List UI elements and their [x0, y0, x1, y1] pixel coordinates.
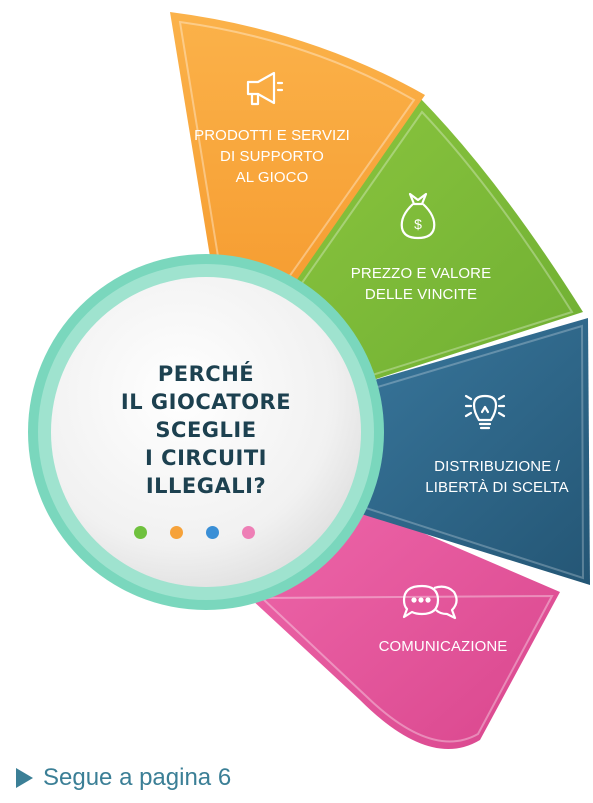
continue-text: Segue a pagina 6: [43, 764, 232, 791]
label-distribuzione: DISTRIBUZIONE / LIBERTÀ DI SCELTA: [425, 458, 569, 496]
money-bag-icon: $: [398, 190, 438, 247]
megaphone-icon: [242, 70, 284, 113]
label-comunicazione: COMUNICAZIONE: [378, 638, 508, 655]
hub-title: PERCHÉ IL GIOCATORE SCEGLIE I CIRCUITI I…: [120, 362, 292, 498]
continue-link[interactable]: Segue a pagina 6: [16, 762, 231, 794]
svg-text:$: $: [414, 216, 422, 232]
hub-disc: [51, 277, 361, 587]
green-dot: [134, 526, 147, 539]
pink-dot: [242, 526, 255, 539]
label-prezzo: PREZZO E VALORE DELLE VINCITE: [350, 265, 492, 303]
orange-dot: [170, 526, 183, 539]
speech-bubbles-icon: [402, 580, 460, 629]
blue-dot: [206, 526, 219, 539]
label-prodotti: PRODOTTI E SERVIZI DI SUPPORTO AL GIOCO: [194, 127, 350, 186]
segment-prodotti: [170, 12, 425, 333]
play-arrow-icon: [16, 768, 33, 788]
lightbulb-icon: [462, 386, 508, 437]
